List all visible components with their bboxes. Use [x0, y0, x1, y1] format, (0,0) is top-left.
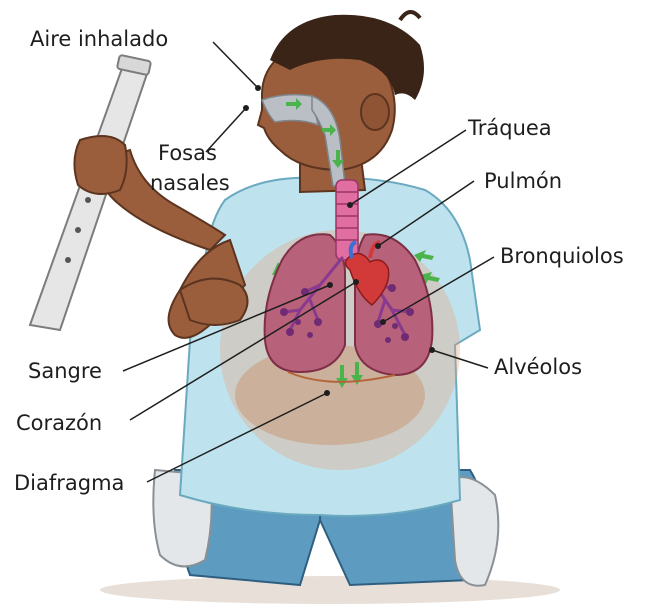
floor-shadow	[100, 576, 560, 604]
label-sangre: Sangre	[28, 358, 102, 384]
label-corazon: Corazón	[16, 410, 102, 436]
label-diafragma: Diafragma	[14, 470, 124, 496]
label-alveolos: Alvéolos	[494, 354, 582, 380]
label-pulmon: Pulmón	[484, 168, 562, 194]
label-fosas: Fosas	[158, 140, 217, 166]
trachea	[336, 180, 358, 260]
label-nasales: nasales	[150, 170, 230, 196]
label-aire-inhalado: Aire inhalado	[30, 26, 168, 52]
label-bronquiolos: Bronquiolos	[500, 243, 624, 269]
hand-holding-flute	[74, 136, 126, 194]
label-traquea: Tráquea	[468, 115, 552, 141]
